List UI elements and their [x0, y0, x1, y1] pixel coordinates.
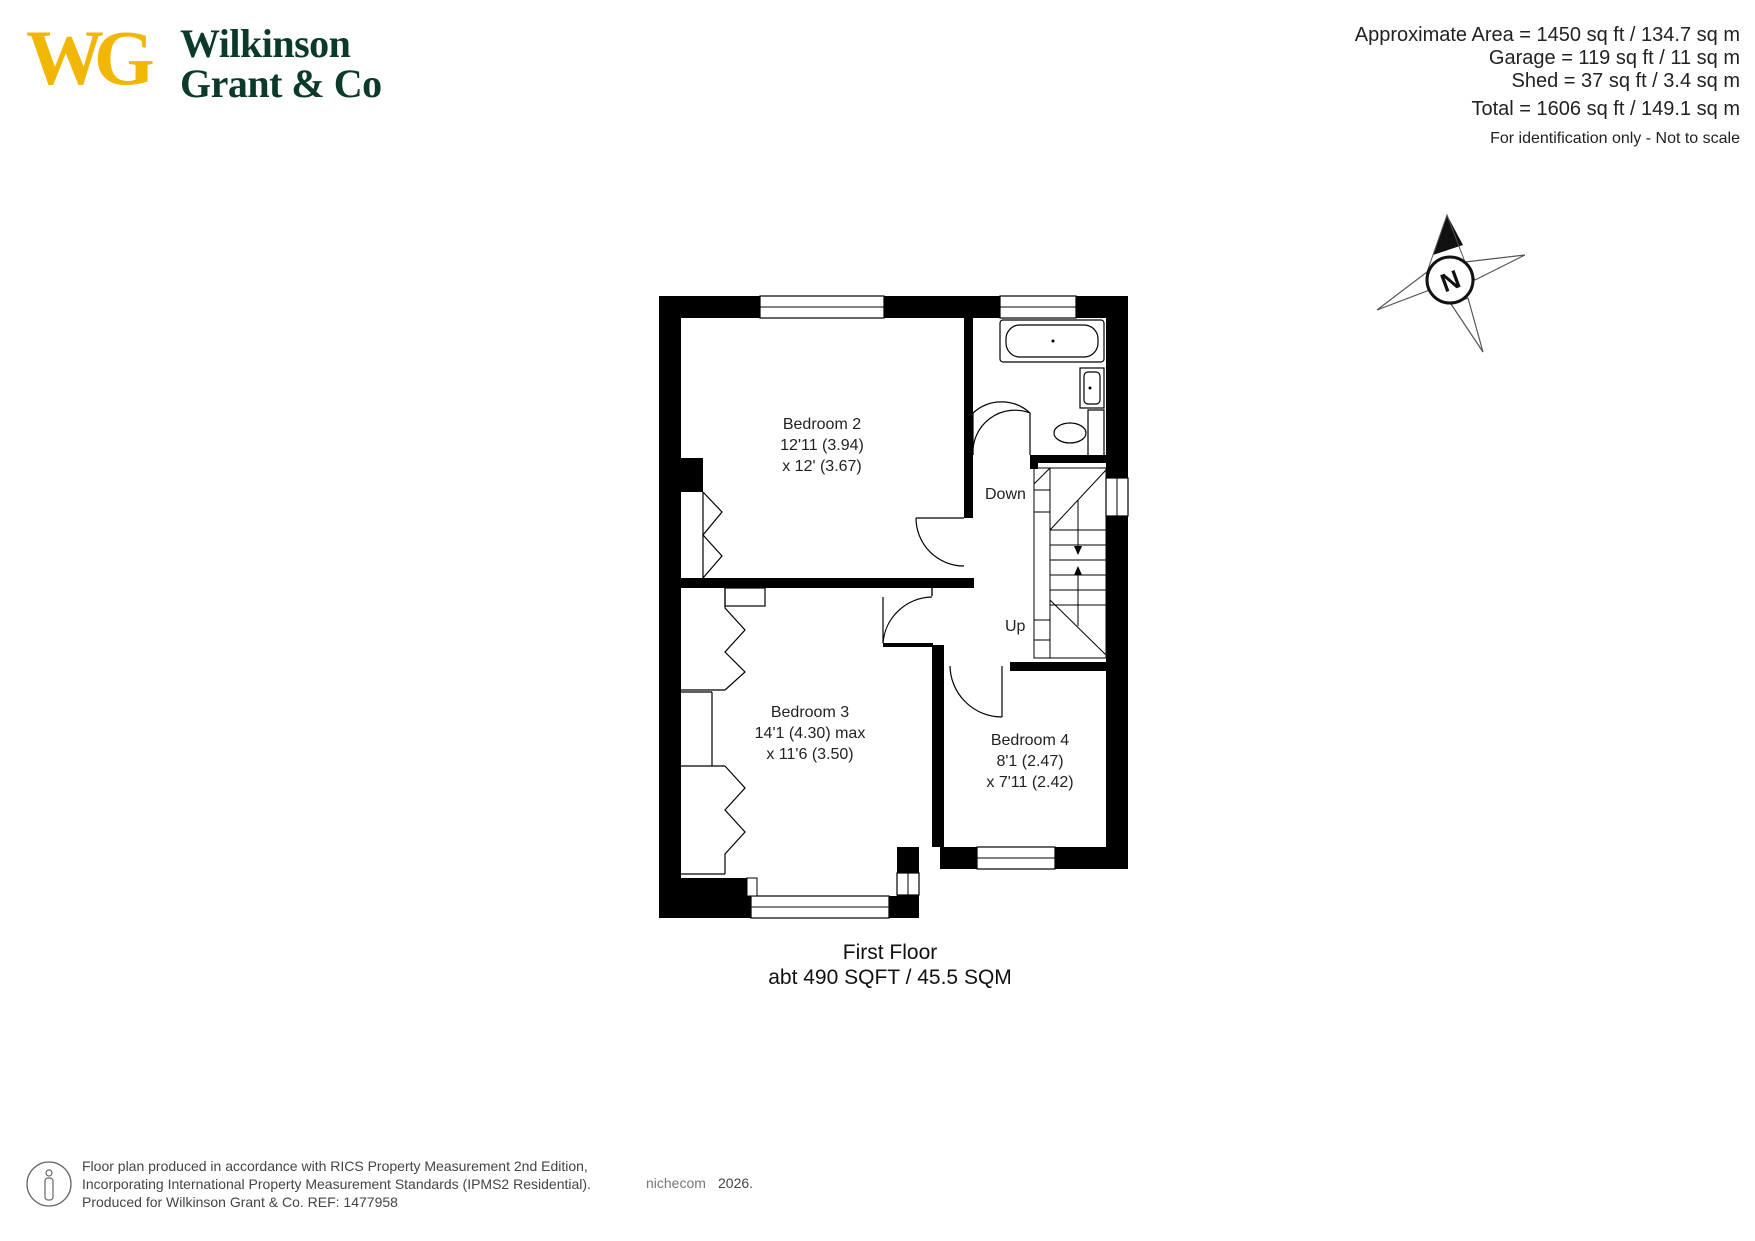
company-name-line2: Grant & Co [180, 61, 382, 106]
shed-area: Shed = 37 sq ft / 3.4 sq m [1511, 70, 1740, 92]
person-icon [26, 1161, 72, 1207]
compass-rose-icon: N [1376, 213, 1525, 353]
room-name: Bedroom 3 [770, 704, 850, 721]
stairs-up-label: Up [1005, 618, 1026, 635]
floor-caption: First Floor abt 490 SQFT / 45.5 SQM [690, 940, 1090, 990]
footer-line: Incorporating International Property Mea… [82, 1176, 591, 1192]
room-label-bedroom-2: Bedroom 2 12'11 (3.94) x 12' (3.67) [752, 414, 892, 477]
footer-line: Floor plan produced in accordance with R… [82, 1158, 588, 1174]
company-name: Wilkinson Grant & Co [180, 24, 382, 104]
approximate-area: Approximate Area = 1450 sq ft / 134.7 sq… [1354, 24, 1740, 46]
floor-name: First Floor [842, 941, 938, 964]
company-logo: WG Wilkinson Grant & Co [26, 22, 386, 112]
room-name: Bedroom 2 [782, 416, 862, 433]
footer-text: Floor plan produced in accordance with R… [82, 1157, 591, 1211]
room-dimension: 14'1 (4.30) max [754, 725, 866, 742]
wg-monogram: WG [26, 22, 163, 92]
svg-text:WG: WG [26, 22, 153, 92]
room-dimension: x 12' (3.67) [782, 458, 862, 475]
room-label-bedroom-4: Bedroom 4 8'1 (2.47) x 7'11 (2.42) [960, 730, 1100, 793]
company-name-line1: Wilkinson [180, 21, 351, 66]
room-dimension: 8'1 (2.47) [996, 753, 1064, 770]
room-dimension: x 11'6 (3.50) [766, 746, 854, 763]
garage-area: Garage = 119 sq ft / 11 sq m [1488, 47, 1740, 69]
footer-line: Produced for Wilkinson Grant & Co. REF: … [82, 1194, 398, 1210]
footer: Floor plan produced in accordance with R… [26, 1157, 786, 1213]
room-dimension: x 7'11 (2.42) [986, 774, 1074, 791]
room-dimension: 12'11 (3.94) [780, 437, 864, 454]
area-summary: Approximate Area = 1450 sq ft / 134.7 sq… [1355, 24, 1740, 150]
total-area: Total = 1606 sq ft / 149.1 sq m [1471, 98, 1741, 120]
room-name: Bedroom 4 [990, 732, 1070, 749]
stairs-down-label: Down [985, 486, 1026, 503]
footer-site: nichecom [646, 1175, 706, 1191]
floor-area: abt 490 SQFT / 45.5 SQM [768, 966, 1012, 989]
scale-disclaimer: For identification only - Not to scale [1490, 130, 1740, 147]
footer-year: 2026. [718, 1175, 754, 1191]
room-label-bedroom-3: Bedroom 3 14'1 (4.30) max x 11'6 (3.50) [730, 702, 890, 765]
